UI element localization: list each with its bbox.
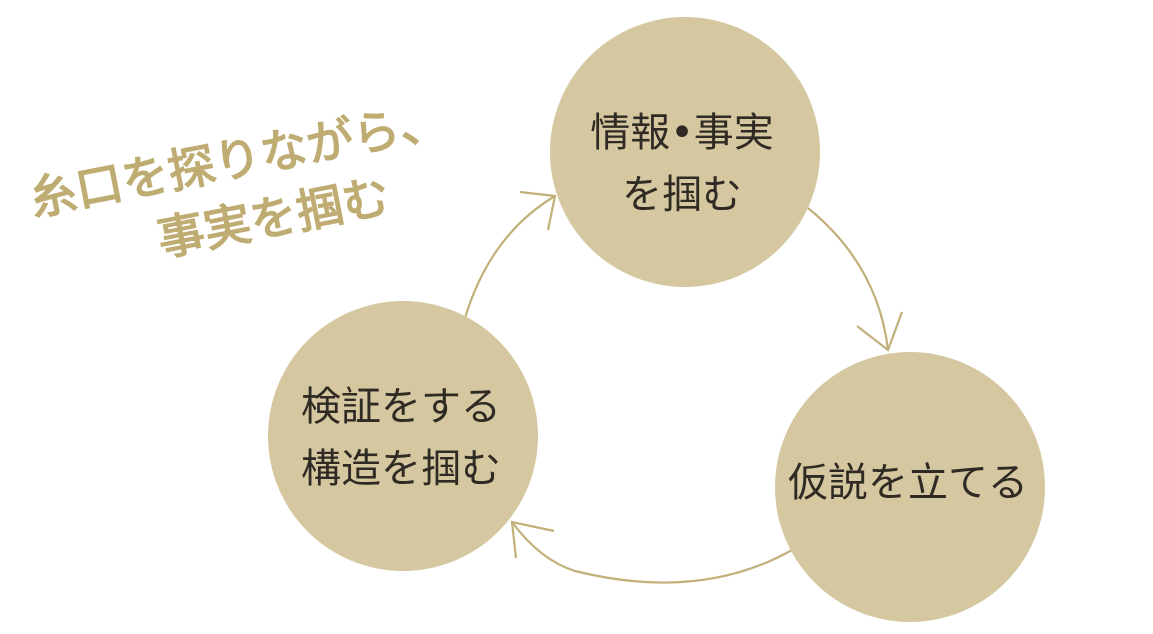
arrow-left-to-top [463, 195, 556, 319]
node-label-top-line2: を掴む [622, 172, 742, 218]
node-label-top-line1: 情報•事実 [590, 110, 774, 156]
headline: 糸口を探りながら、 事実を掴む [25, 93, 451, 268]
node-circle-top [550, 17, 820, 287]
node-label-left-line2: 構造を掴む [301, 446, 501, 492]
node-label-right-line1: 仮説を立てる [788, 460, 1028, 506]
node-label-left-line1: 検証をする [301, 384, 501, 430]
node-circle-left [268, 301, 538, 571]
arrow-top-to-right [807, 207, 890, 351]
node-circle-right [775, 352, 1045, 622]
arrowhead-icon [519, 190, 557, 231]
arrowhead-icon [856, 311, 904, 352]
arrow-right-to-left [511, 521, 793, 584]
arrowhead-icon [510, 520, 555, 559]
